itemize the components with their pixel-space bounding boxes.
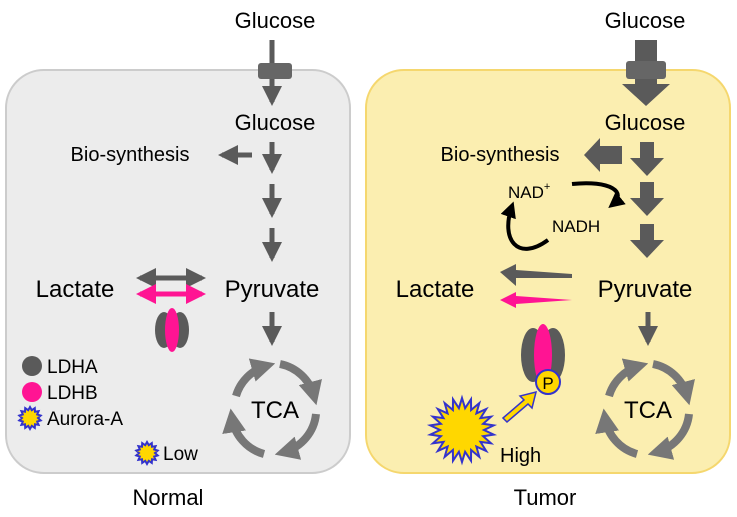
normal-glucose-inside: Glucose — [235, 110, 316, 135]
legend-ldha-swatch — [22, 356, 42, 376]
normal-ldh-enzyme — [155, 308, 189, 352]
tumor-phospho-label: P — [542, 374, 553, 393]
normal-glucose-transporter — [258, 63, 292, 79]
legend-ldhb-swatch — [22, 382, 42, 402]
tumor-ldh-enzyme — [521, 324, 565, 386]
legend-ldha-label: LDHA — [47, 357, 98, 378]
tumor-tca-cycle — [595, 358, 695, 460]
tumor-tca-label: TCA — [624, 397, 672, 424]
tumor-glycolysis-arrow-1 — [630, 142, 664, 176]
normal-panel: Glucose Glucose Bio-synthesis Lactate Py… — [5, 8, 351, 510]
tumor-glucose-inside: Glucose — [605, 110, 686, 135]
tumor-ldha-reaction-arrow — [500, 264, 572, 286]
tumor-nad-label: NAD+ — [508, 181, 550, 202]
legend-aurora-label: Aurora-A — [47, 409, 123, 430]
tumor-aurora-phosphorylation-arrow — [501, 390, 538, 424]
tumor-phospho-group: P — [535, 369, 561, 395]
tumor-lactate: Lactate — [396, 276, 475, 303]
tumor-panel: Glucose Glucose Bio-synthesis NAD+ NADH … — [365, 8, 731, 510]
tumor-aurora-high-icon — [426, 394, 498, 466]
tumor-nad-to-nadh-arrow — [571, 181, 626, 209]
normal-lactate: Lactate — [36, 276, 115, 303]
tumor-glycolysis-arrow-3 — [630, 224, 664, 258]
tumor-ldhb-reaction-arrow — [500, 292, 572, 308]
tumor-biosynthesis-arrow — [584, 138, 622, 172]
tumor-glucose-transporter — [626, 61, 666, 79]
normal-biosynthesis: Bio-synthesis — [71, 144, 190, 166]
tumor-caption: Tumor — [514, 485, 577, 510]
normal-pyruvate: Pyruvate — [225, 276, 320, 303]
legend: LDHA LDHB Aurora-A — [17, 356, 123, 432]
normal-aurora-low-icon — [134, 439, 160, 467]
tumor-nadh-to-nad-arrow — [500, 201, 550, 251]
tumor-nadh-label: NADH — [552, 217, 600, 236]
tumor-glucose-outside: Glucose — [605, 8, 686, 33]
normal-glucose-outside: Glucose — [235, 8, 316, 33]
normal-tca-cycle — [222, 358, 322, 460]
tumor-glycolysis-arrow-2 — [630, 182, 664, 216]
tumor-biosynthesis: Bio-synthesis — [441, 144, 560, 166]
tumor-aurora-level: High — [500, 445, 541, 467]
legend-aurora-swatch — [17, 404, 43, 432]
tumor-pyruvate: Pyruvate — [598, 276, 693, 303]
normal-aurora-level: Low — [163, 444, 198, 465]
normal-tca-label: TCA — [251, 397, 299, 424]
normal-caption: Normal — [133, 485, 204, 510]
legend-ldhb-label: LDHB — [47, 383, 98, 404]
